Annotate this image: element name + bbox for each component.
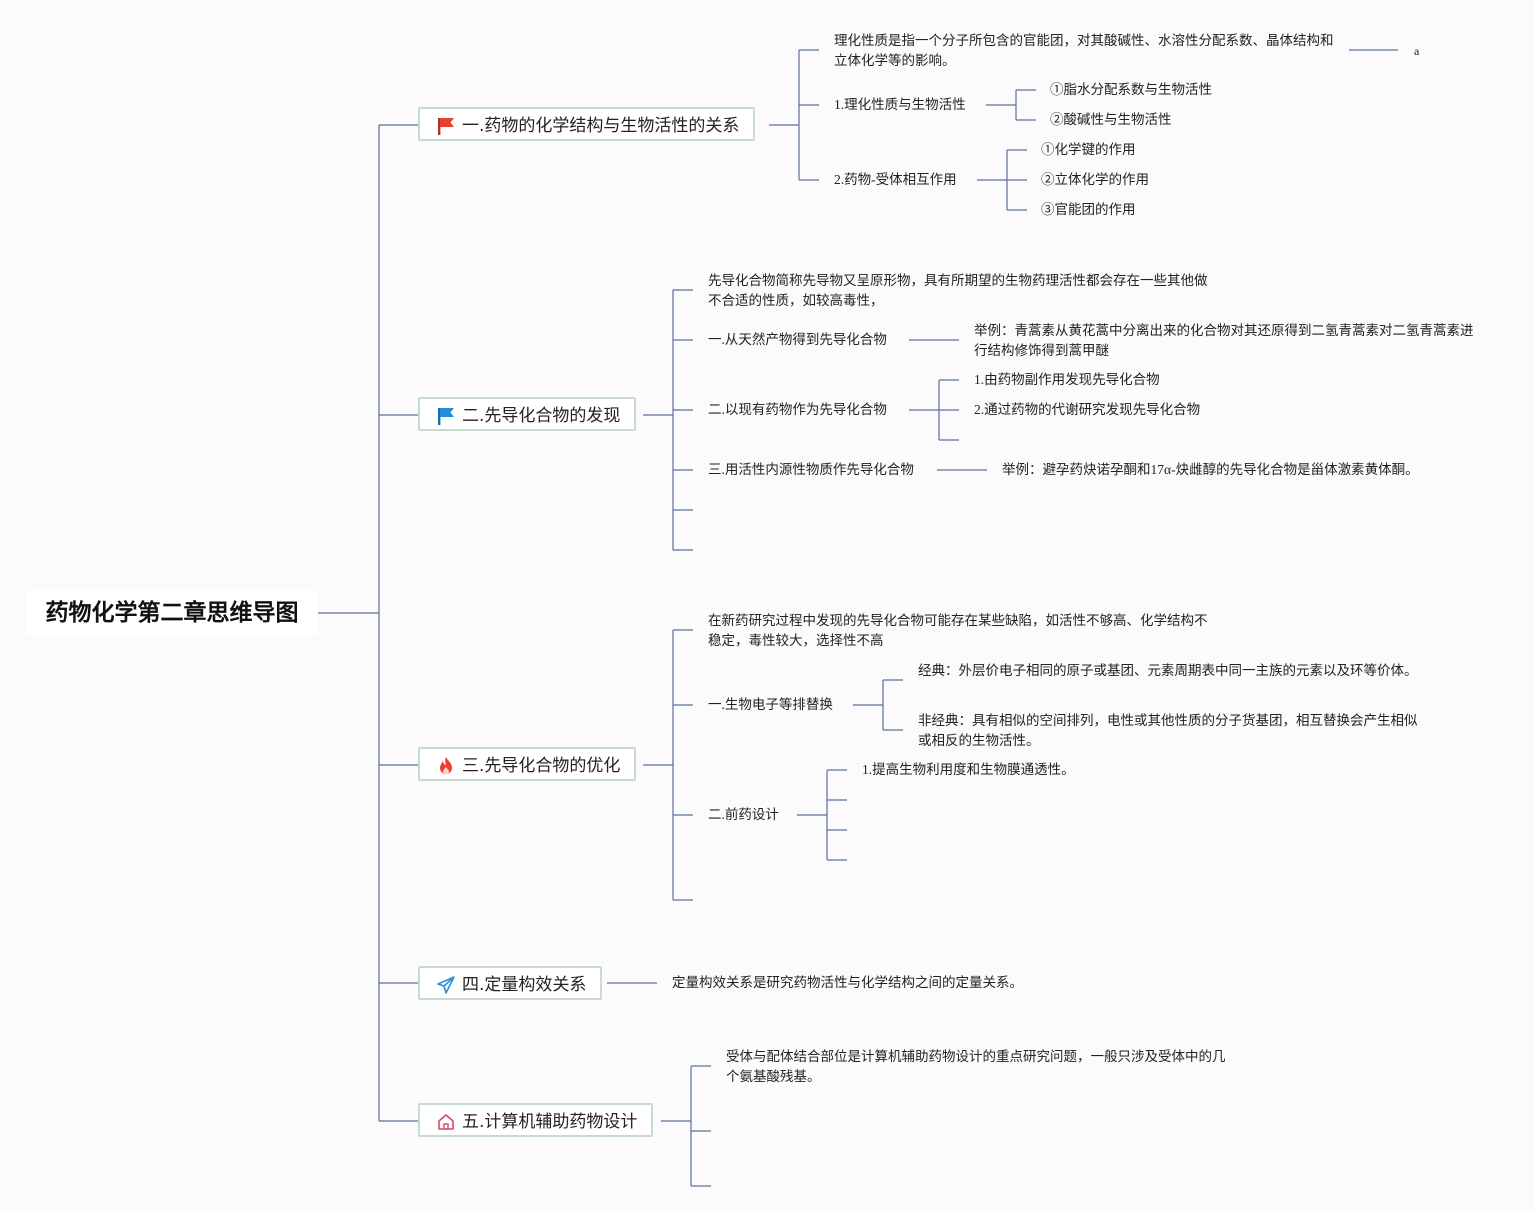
branch-lead-discovery[interactable]: 二.先导化合物的发现 [418, 397, 637, 431]
branch-qsar[interactable]: 四.定量构效关系 [418, 966, 603, 1000]
subtopic[interactable]: 2.药物-受体相互作用 [834, 172, 957, 187]
leaf-item[interactable]: 非经典：具有相似的空间排列，电性或其他性质的分子货基团，相互替换会产生相似或相反… [918, 713, 1418, 748]
subtopic[interactable]: 三.用活性内源性物质作先导化合物 [708, 462, 914, 477]
fire-icon [436, 756, 456, 776]
branch-label: 四.定量构效关系 [462, 975, 587, 995]
intro-text[interactable]: 理化性质是指一个分子所包含的官能团，对其酸碱性、水溶性分配系数、晶体结构和立体化… [834, 33, 1334, 68]
paper-plane-icon [436, 975, 456, 995]
branch-structure-activity[interactable]: 一.药物的化学结构与生物活性的关系 [418, 107, 756, 141]
branch-label: 五.计算机辅助药物设计 [462, 1112, 638, 1132]
intro-text[interactable]: 先导化合物简称先导物又呈原形物，具有所期望的生物药理活性都会存在一些其他做不合适… [708, 273, 1208, 308]
intro-text[interactable]: 在新药研究过程中发现的先导化合物可能存在某些缺陷，如活性不够高、化学结构不稳定，… [708, 613, 1208, 648]
branch-cadd[interactable]: 五.计算机辅助药物设计 [418, 1103, 654, 1137]
leaf-item[interactable]: ③官能团的作用 [1041, 202, 1136, 217]
leaf-item[interactable]: ①脂水分配系数与生物活性 [1050, 82, 1212, 97]
subtopic[interactable]: 一.生物电子等排替换 [708, 697, 833, 712]
branch-lead-optimization[interactable]: 三.先导化合物的优化 [418, 747, 637, 781]
subtopic[interactable]: 1.理化性质与生物活性 [834, 97, 966, 112]
leaf-item[interactable]: 经典：外层价电子相同的原子或基团、元素周期表中同一主族的元素以及环等价体。 [918, 663, 1418, 678]
leaf-item[interactable]: ①化学键的作用 [1041, 142, 1136, 157]
branch-label: 一.药物的化学结构与生物活性的关系 [462, 116, 740, 136]
subtopic[interactable]: 二.以现有药物作为先导化合物 [708, 402, 887, 417]
blue-flag-icon [436, 406, 456, 426]
leaf-item[interactable]: 1.由药物副作用发现先导化合物 [974, 372, 1160, 387]
root-topic[interactable]: 药物化学第二章思维导图 [26, 590, 318, 636]
house-icon [436, 1112, 456, 1132]
note-text[interactable]: a [1414, 44, 1420, 58]
leaf-item[interactable]: ②酸碱性与生物活性 [1050, 112, 1172, 127]
red-flag-icon [436, 116, 456, 136]
leaf-item[interactable]: 举例：青蒿素从黄花蒿中分离出来的化合物对其还原得到二氢青蒿素对二氢青蒿素进行结构… [974, 323, 1474, 358]
branch-label: 三.先导化合物的优化 [462, 756, 621, 776]
leaf-item[interactable]: ②立体化学的作用 [1041, 172, 1149, 187]
intro-text[interactable]: 受体与配体结合部位是计算机辅助药物设计的重点研究问题，一般只涉及受体中的几个氨基… [726, 1049, 1226, 1084]
subtopic[interactable]: 二.前药设计 [708, 807, 779, 822]
intro-text[interactable]: 定量构效关系是研究药物活性与化学结构之间的定量关系。 [672, 975, 1023, 990]
leaf-item[interactable]: 1.提高生物利用度和生物膜通透性。 [862, 762, 1075, 777]
subtopic[interactable]: 一.从天然产物得到先导化合物 [708, 332, 887, 347]
leaf-item[interactable]: 2.通过药物的代谢研究发现先导化合物 [974, 402, 1201, 417]
branch-label: 二.先导化合物的发现 [462, 406, 621, 426]
leaf-item[interactable]: 举例：避孕药炔诺孕酮和17α-炔雌醇的先导化合物是甾体激素黄体酮。 [1002, 462, 1419, 477]
